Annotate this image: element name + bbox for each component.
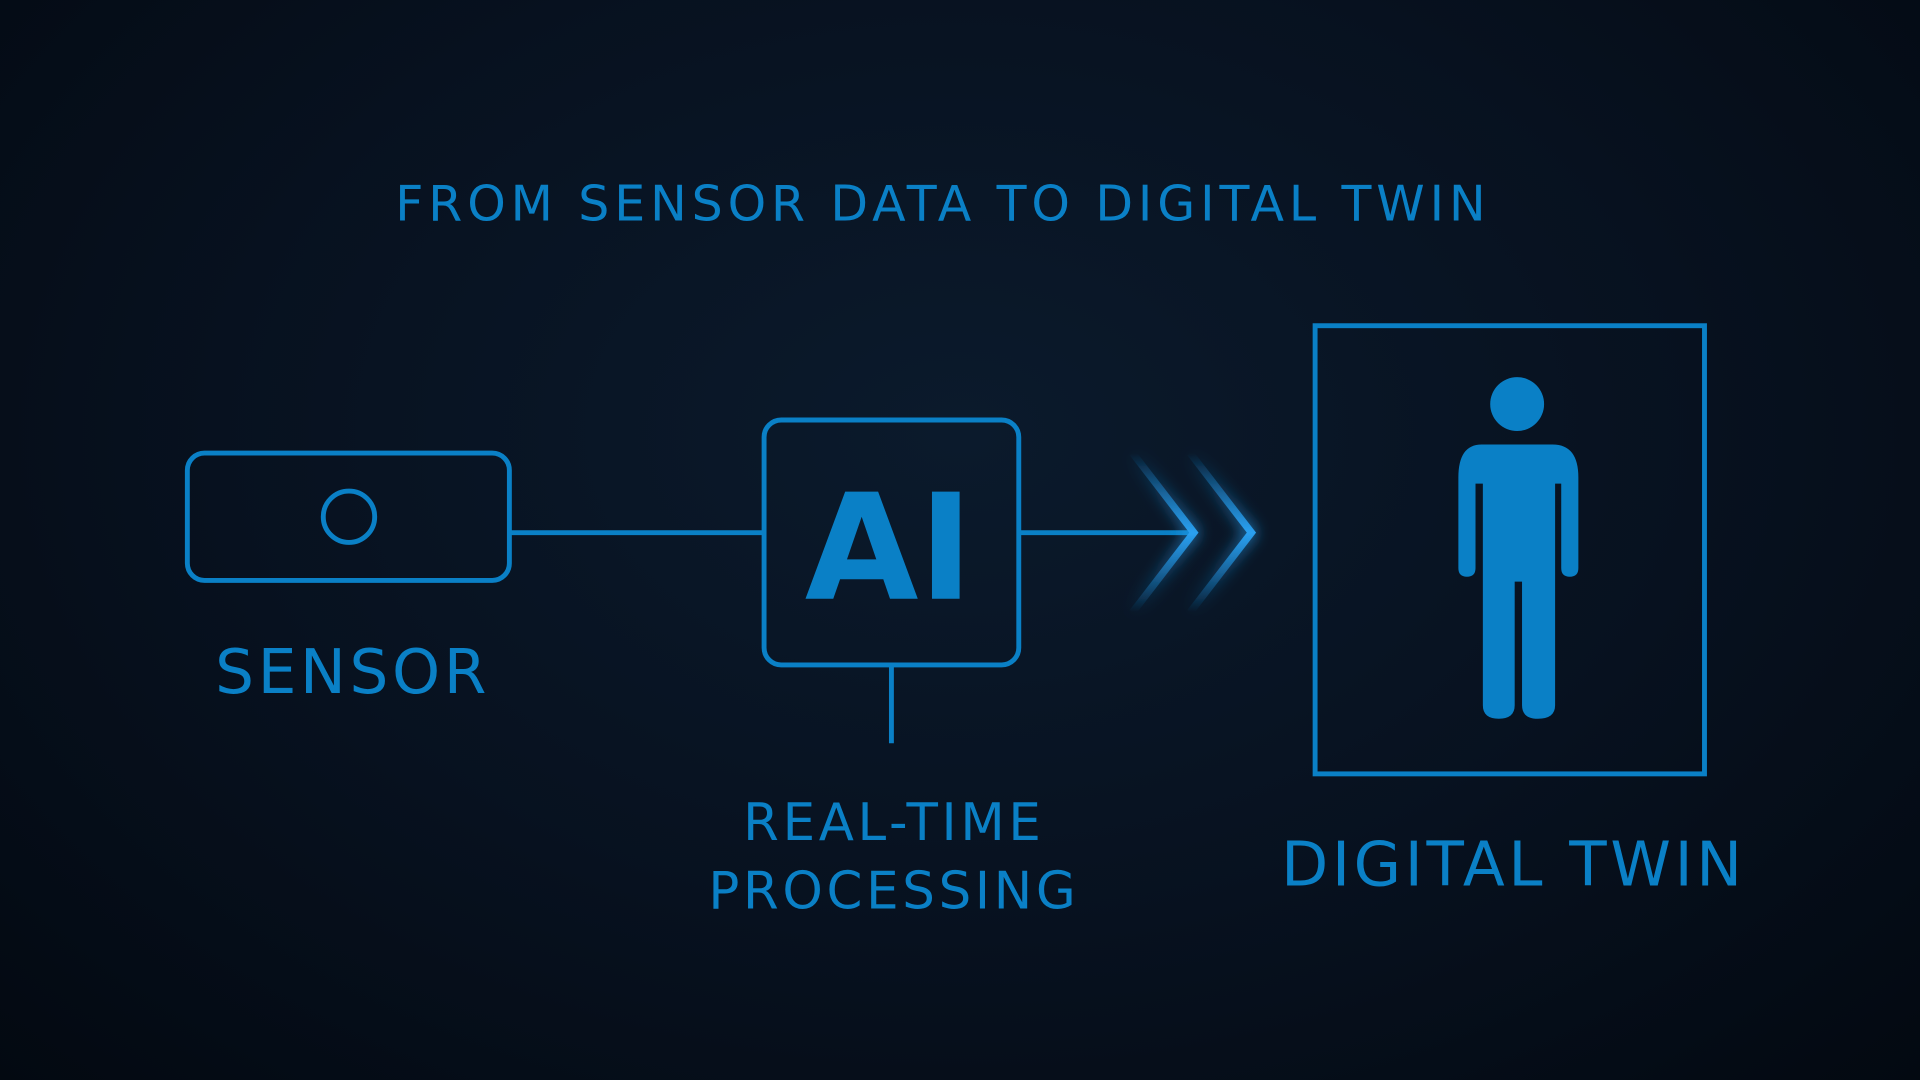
ai-label-line2: PROCESSING (708, 862, 1079, 922)
sensor-box (184, 450, 512, 583)
ai-node: AI REAL-TIME PROCESSING (708, 417, 1079, 922)
sensor-label: SENSOR (215, 637, 490, 708)
person-icon (1458, 377, 1579, 719)
digital-twin-label: DIGITAL TWIN (1281, 829, 1746, 900)
diagram-title: FROM SENSOR DATA TO DIGITAL TWIN (395, 175, 1490, 232)
double-chevron-arrow-icon (1129, 450, 1257, 615)
digital-twin-node: DIGITAL TWIN (1281, 323, 1746, 900)
ai-glyph: AI (805, 463, 973, 634)
chevron-icon (1129, 450, 1199, 615)
digital-twin-frame (1312, 323, 1707, 777)
sensor-lens-icon (320, 488, 378, 545)
chevron-icon (1187, 450, 1257, 615)
ai-label-line1: REAL-TIME (743, 793, 1044, 853)
sensor-node: SENSOR (184, 450, 512, 708)
